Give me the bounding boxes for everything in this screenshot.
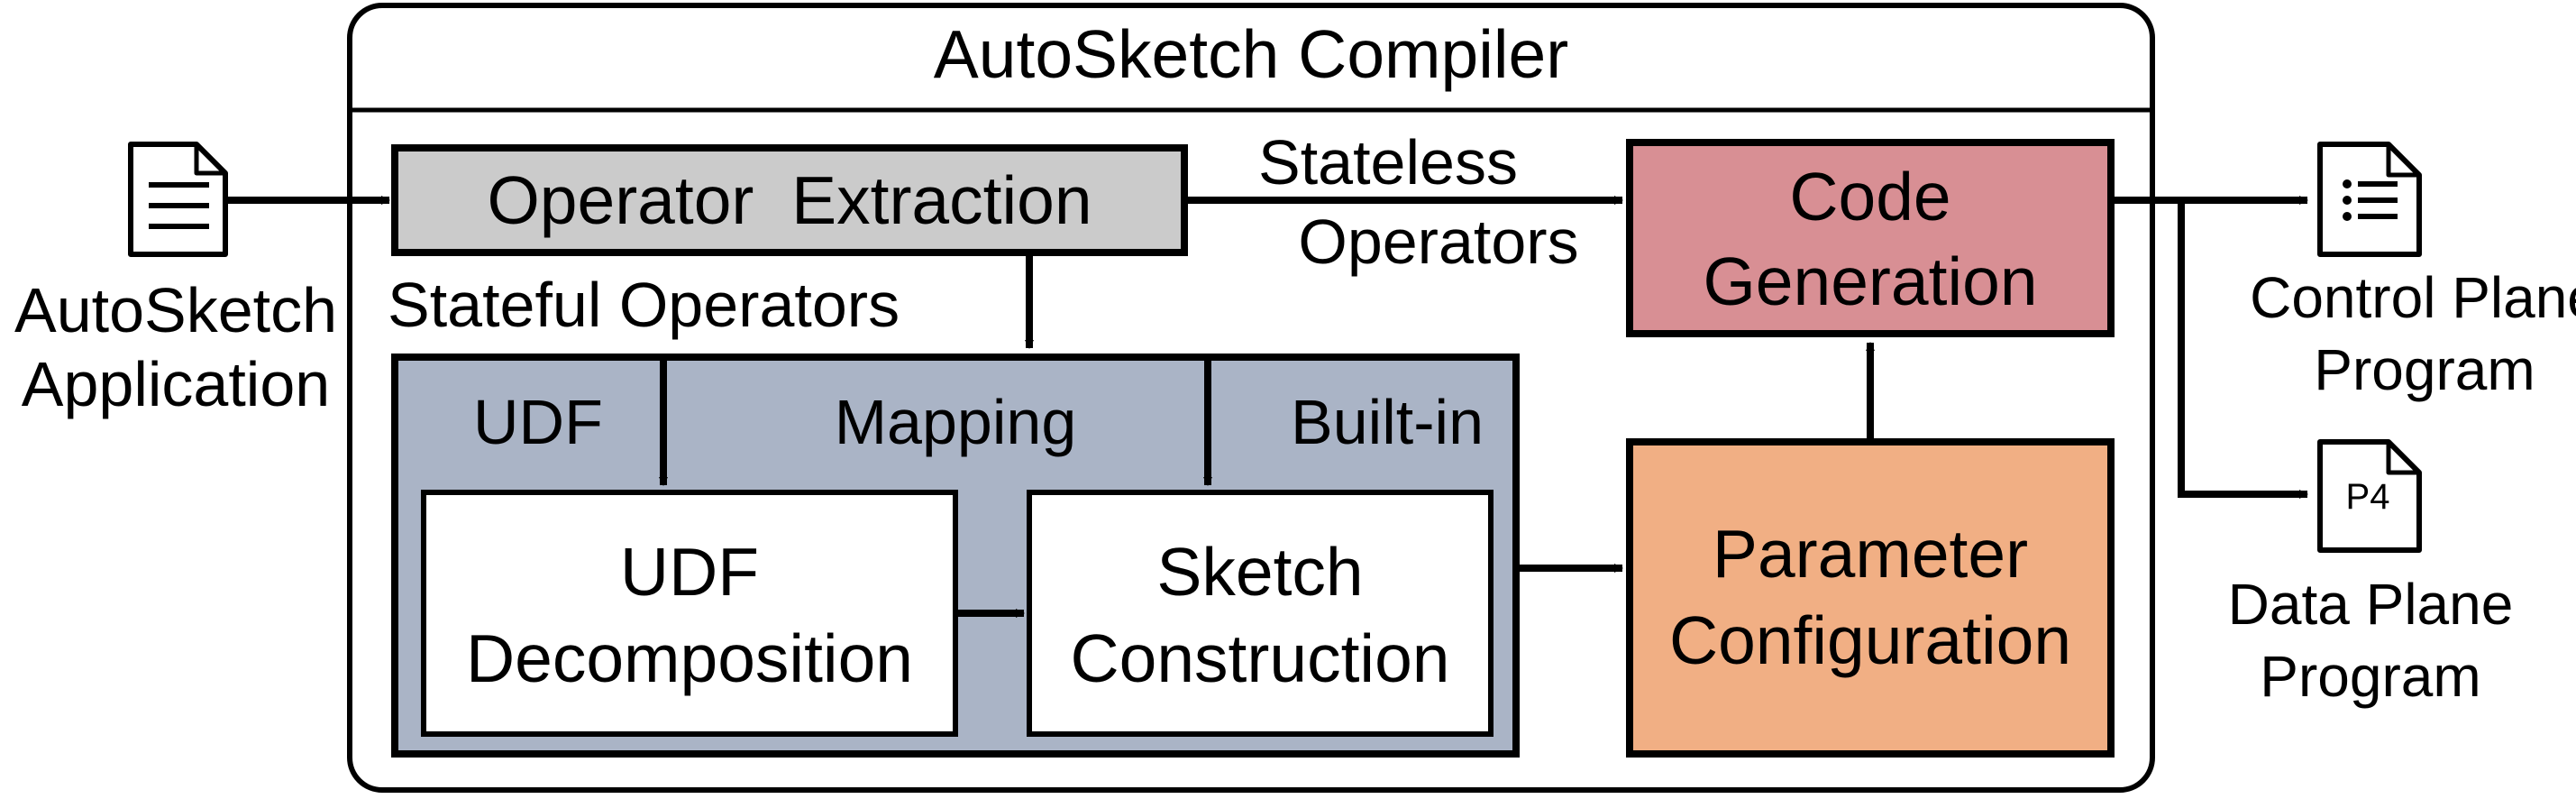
sketch-construction-line1: Sketch: [1156, 534, 1363, 610]
parameter-configuration-box: [1626, 438, 2115, 758]
compiler-title: AutoSketch Compiler: [934, 16, 1568, 92]
code-generation-line2: Generation: [1703, 243, 2037, 319]
stateless-label-line2: Operators: [1298, 207, 1578, 277]
code-generation-box: [1626, 139, 2115, 337]
operator-extraction-label: Operator Extraction: [487, 162, 1092, 238]
code-generation-line1: Code: [1789, 159, 1950, 234]
control-plane-document-icon: [2317, 142, 2422, 257]
control-plane-label-line2: Program: [2314, 337, 2535, 402]
udf-decomposition-box: [421, 490, 958, 737]
application-document-icon: [128, 142, 228, 257]
sketch-construction-box: [1027, 490, 1494, 737]
control-plane-label-line1: Control Plane: [2250, 265, 2576, 330]
application-label-line2: Application: [22, 349, 330, 419]
sketch-construction-line2: Construction: [1070, 620, 1449, 696]
stateless-label-line1: Stateless: [1258, 127, 1518, 197]
mapping-label: Mapping: [835, 387, 1077, 457]
parameter-configuration-line1: Parameter: [1713, 516, 2028, 592]
data-plane-document-icon: P4: [2317, 439, 2422, 553]
data-plane-label-line2: Program: [2260, 644, 2480, 709]
mapping-builtin-label: Built-in: [1291, 387, 1484, 457]
operator-extraction-box: [391, 144, 1188, 256]
application-label-line1: AutoSketch: [14, 275, 337, 345]
mapping-udf-label: UDF: [473, 387, 603, 457]
udf-decomposition-line2: Decomposition: [466, 620, 913, 696]
arrow-to-data-plane: [2178, 200, 2308, 499]
parameter-configuration-line2: Configuration: [1669, 602, 2071, 678]
udf-decomposition-line1: UDF: [620, 534, 759, 610]
data-plane-icon-text: P4: [2346, 477, 2390, 517]
stateful-label: Stateful Operators: [388, 270, 900, 340]
data-plane-label-line1: Data Plane: [2228, 572, 2514, 637]
